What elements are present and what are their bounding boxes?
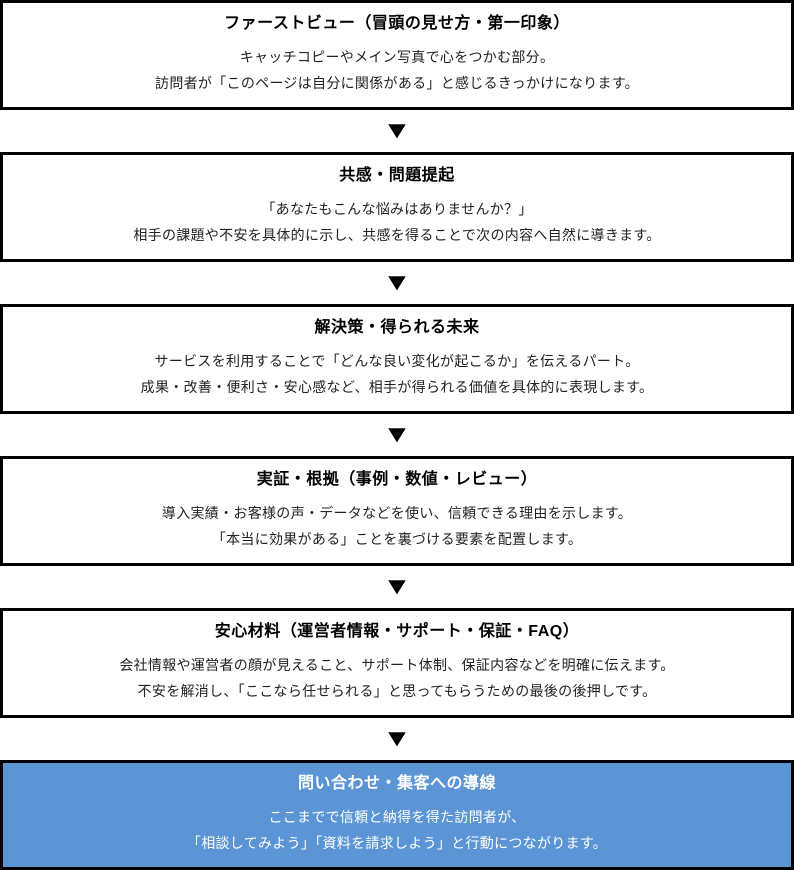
flow-connector: ▼: [0, 262, 794, 304]
step-description-line: 「相談してみよう」「資料を請求しよう」と行動につながります。: [186, 834, 608, 851]
step-description-line: 導入実績・お客様の声・データなどを使い、信頼できる理由を示します。: [161, 505, 633, 522]
step-description-line: 訪問者が「このページは自分に関係がある」と感じるきっかけになります。: [155, 74, 639, 91]
step-description-line: 会社情報や運営者の顔が見えること、サポート体制、保証内容などを明確に伝えます。: [119, 657, 675, 674]
step-title: ファーストビュー（冒頭の見せ方・第一印象）: [224, 15, 570, 33]
step-description-line: 成果・改善・便利さ・安心感など、相手が得られる価値を具体的に表現します。: [140, 378, 654, 395]
step-description-line: キャッチコピーやメイン写真で心をつかむ部分。: [239, 49, 555, 66]
down-arrow-icon: ▼: [382, 421, 412, 448]
flow-connector: ▼: [0, 414, 794, 456]
flow-step-solution-future: 解決策・得られる未来 サービスを利用することで「どんな良い変化が起こるか」を伝え…: [0, 304, 794, 414]
step-description-line: 相手の課題や不安を具体的に示し、共感を得ることで次の内容へ自然に導きます。: [133, 226, 661, 243]
step-description-line: ここまでで信頼と納得を得た訪問者が、: [268, 809, 526, 826]
flow-step-reassurance: 安心材料（運営者情報・サポート・保証・FAQ） 会社情報や運営者の顔が見えること…: [0, 608, 794, 718]
flow-step-empathy-problem: 共感・問題提起 「あなたもこんな悩みはありませんか？」 相手の課題や不安を具体的…: [0, 152, 794, 262]
flow-connector: ▼: [0, 110, 794, 152]
step-title: 解決策・得られる未来: [314, 319, 480, 337]
flow-step-contact-cta: 問い合わせ・集客への導線 ここまでで信頼と納得を得た訪問者が、 「相談してみよう…: [0, 760, 794, 870]
step-title: 実証・根拠（事例・数値・レビュー）: [256, 471, 538, 489]
step-description-line: 「あなたもこんな悩みはありませんか？」: [261, 201, 533, 218]
down-arrow-icon: ▼: [382, 269, 412, 296]
down-arrow-icon: ▼: [382, 725, 412, 752]
step-title: 問い合わせ・集客への導線: [297, 775, 496, 793]
step-description-line: 「本当に効果がある」ことを裏づける要素を配置します。: [211, 530, 583, 547]
down-arrow-icon: ▼: [382, 573, 412, 600]
step-description-line: サービスを利用することで「どんな良い変化が起こるか」を伝えるパート。: [154, 353, 640, 370]
step-title: 安心材料（運営者情報・サポート・保証・FAQ）: [214, 623, 580, 641]
down-arrow-icon: ▼: [382, 117, 412, 144]
flow-connector: ▼: [0, 566, 794, 608]
flow-step-first-view: ファーストビュー（冒頭の見せ方・第一印象） キャッチコピーやメイン写真で心をつか…: [0, 0, 794, 110]
flow-step-proof-evidence: 実証・根拠（事例・数値・レビュー） 導入実績・お客様の声・データなどを使い、信頼…: [0, 456, 794, 566]
flow-connector: ▼: [0, 718, 794, 760]
step-description-line: 不安を解消し、「ここなら任せられる」と思ってもらうための最後の後押しです。: [137, 682, 657, 699]
step-title: 共感・問題提起: [339, 167, 455, 185]
